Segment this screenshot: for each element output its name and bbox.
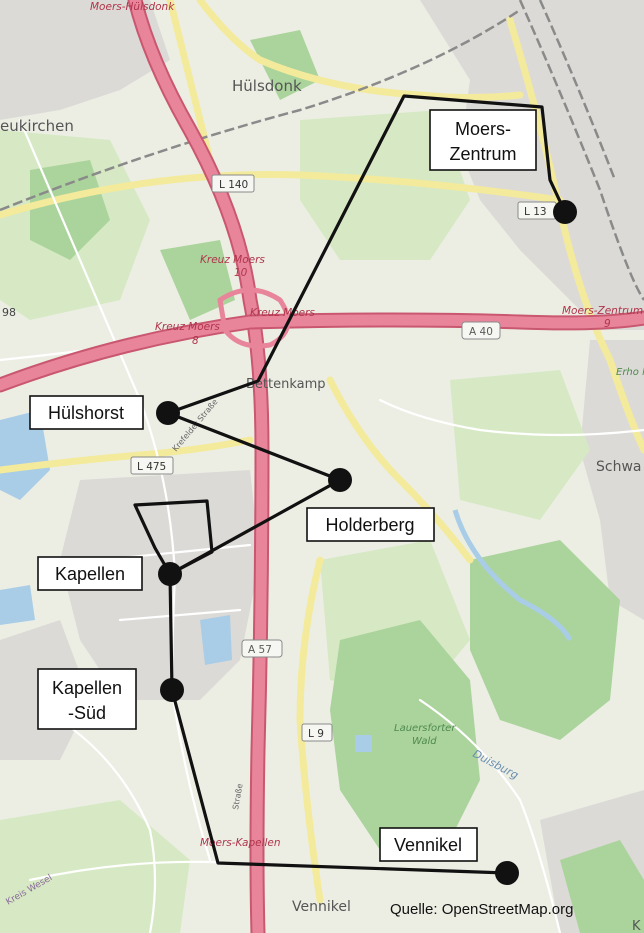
shield-a40: A 40 bbox=[461, 321, 501, 340]
svg-text:A 40: A 40 bbox=[469, 326, 493, 338]
label-wald: Wald bbox=[412, 736, 437, 747]
svg-text:L 13: L 13 bbox=[524, 206, 547, 218]
svg-text:Kapellen: Kapellen bbox=[52, 678, 122, 698]
label-kreuz-moers-left-num: 8 bbox=[192, 335, 199, 347]
label-lauersforter: Lauersforter bbox=[394, 723, 456, 734]
stop-marker-vennikel bbox=[495, 861, 519, 885]
attribution: Quelle: OpenStreetMap.org bbox=[390, 901, 573, 918]
label-vennikel-map: Vennikel bbox=[292, 899, 351, 915]
stop-label-vennikel: Vennikel bbox=[379, 827, 478, 862]
label-erholung: Erho lung bbox=[616, 367, 644, 378]
svg-text:Moers-: Moers- bbox=[455, 119, 511, 139]
label-huelsdonk: Hülsdonk bbox=[232, 77, 302, 95]
svg-text:L 140: L 140 bbox=[219, 179, 248, 191]
svg-text:Hülshorst: Hülshorst bbox=[48, 403, 124, 423]
stop-marker-huelshorst bbox=[156, 401, 180, 425]
label-k-edge: K bbox=[632, 919, 641, 933]
railways bbox=[0, 0, 644, 301]
shield-l140: L 140 bbox=[211, 174, 255, 193]
label-schwa: Schwa bbox=[596, 459, 642, 475]
svg-text:Holderberg: Holderberg bbox=[325, 515, 414, 535]
label-top-cut: Moers-Hülsdonk bbox=[90, 1, 175, 13]
stop-label-moers-zentrum: Moers- Zentrum bbox=[429, 109, 537, 171]
label-road-98: 98 bbox=[2, 306, 16, 319]
road-shields: L 140 L 13 A 40 L 475 A 57 L 9 bbox=[130, 174, 557, 742]
svg-text:Zentrum: Zentrum bbox=[449, 144, 516, 164]
svg-text:L 9: L 9 bbox=[308, 728, 324, 740]
label-bettenkamp: Bettenkamp bbox=[246, 377, 326, 392]
label-neukirchen: eukirchen bbox=[0, 117, 74, 135]
label-moers-zentrum-road: Moers-Zentrum bbox=[562, 305, 643, 317]
svg-text:L 475: L 475 bbox=[137, 461, 166, 473]
route-line bbox=[133, 94, 567, 875]
stop-label-holderberg: Holderberg bbox=[306, 507, 435, 542]
label-kreuz-moers-left: Kreuz Moers bbox=[155, 321, 220, 333]
shield-l475: L 475 bbox=[130, 456, 174, 475]
primary-roads bbox=[0, 0, 644, 904]
label-kreuz-moers-upper-num: 10 bbox=[234, 267, 248, 279]
stop-label-kapellen: Kapellen bbox=[37, 556, 143, 591]
stop-label-kapellen-sued: Kapellen -Süd bbox=[37, 668, 137, 730]
label-kreuz-moers-upper: Kreuz Moers bbox=[200, 254, 265, 266]
shield-a57: A 57 bbox=[241, 639, 283, 658]
stop-marker-moers-zentrum bbox=[553, 200, 577, 224]
svg-text:Kapellen: Kapellen bbox=[55, 564, 125, 584]
label-kreuz-moers-center: Kreuz Moers bbox=[250, 307, 315, 319]
stop-marker-kapellen bbox=[158, 562, 182, 586]
water-bodies bbox=[0, 410, 573, 752]
label-moers-kapellen-road: Moers-Kapellen bbox=[200, 837, 281, 849]
stop-marker-kapellen-sued bbox=[160, 678, 184, 702]
stop-marker-holderberg bbox=[328, 468, 352, 492]
shield-l13: L 13 bbox=[517, 201, 557, 220]
svg-text:A 57: A 57 bbox=[248, 644, 272, 656]
stop-label-huelshorst: Hülshorst bbox=[29, 395, 144, 430]
svg-text:-Süd: -Süd bbox=[68, 703, 106, 723]
svg-text:Vennikel: Vennikel bbox=[394, 835, 462, 855]
shield-l9: L 9 bbox=[301, 723, 333, 742]
forest-areas bbox=[30, 30, 644, 933]
label-moers-zentrum-road-num: 9 bbox=[604, 318, 611, 330]
stop-markers bbox=[156, 200, 577, 885]
